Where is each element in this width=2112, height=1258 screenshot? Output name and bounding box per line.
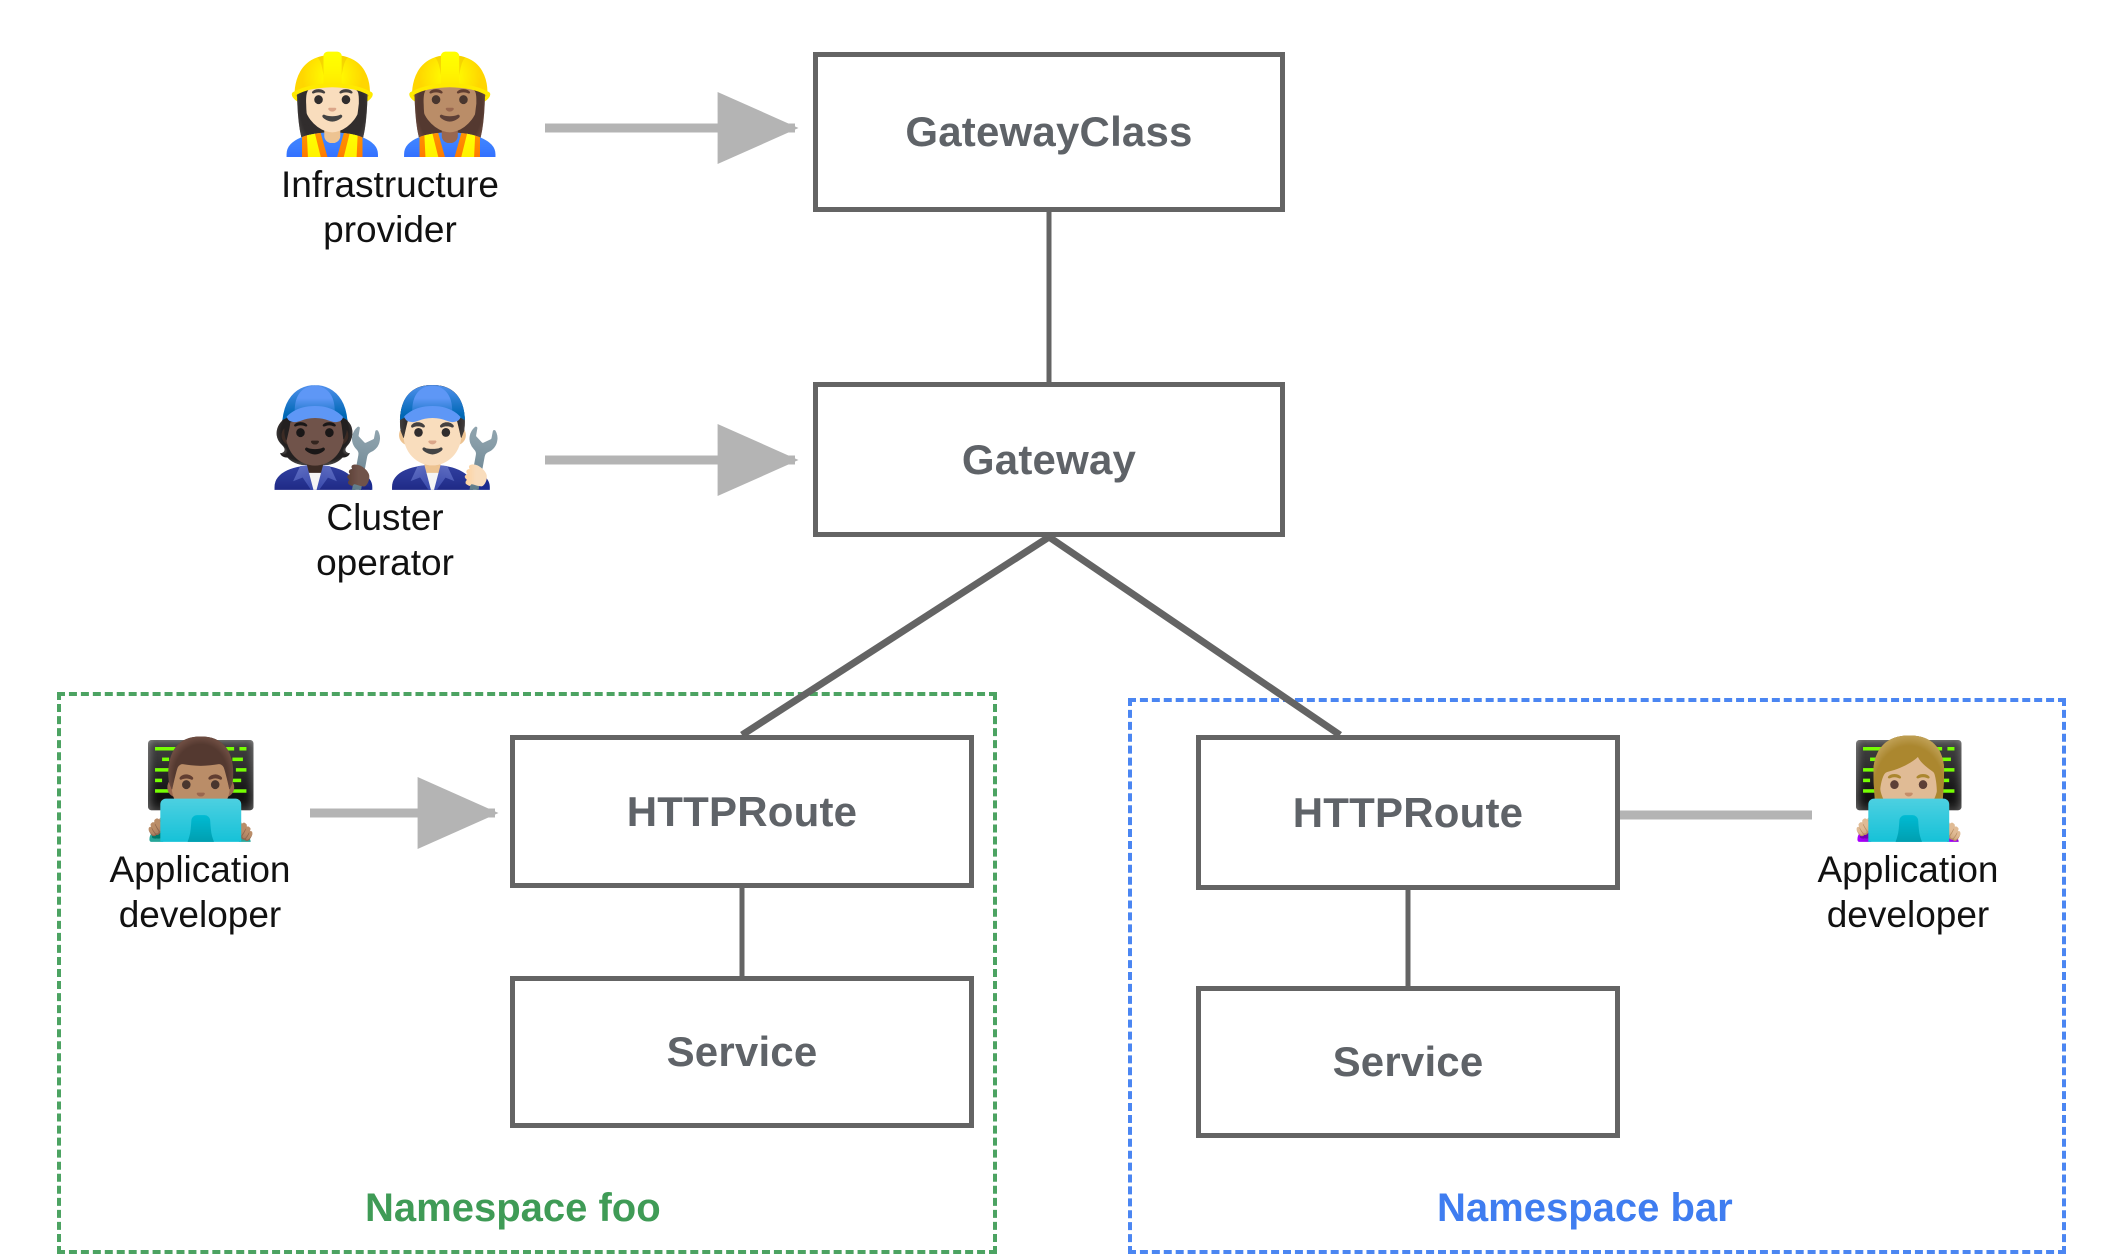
box-service-bar-label: Service bbox=[1332, 1038, 1484, 1085]
persona-app-developer-bar-label: Application developer bbox=[1817, 848, 1999, 935]
namespace-bar-label: Namespace bar bbox=[1437, 1186, 1733, 1230]
box-httproute-bar-label: HTTPRoute bbox=[1292, 788, 1524, 836]
persona-infrastructure-provider: 👷🏻‍♀️👷🏽‍♀️ Infrastructure provider bbox=[250, 51, 530, 252]
box-gateway[interactable]: Gateway bbox=[813, 382, 1285, 537]
namespace-foo-label: Namespace foo bbox=[365, 1186, 661, 1230]
box-httproute-foo[interactable]: HTTPRoute bbox=[510, 735, 974, 888]
persona-infrastructure-provider-label: Infrastructure provider bbox=[281, 163, 499, 250]
namespace-foo-container bbox=[57, 692, 997, 1254]
box-gatewayclass[interactable]: GatewayClass bbox=[813, 52, 1285, 212]
persona-cluster-operator-label: Cluster operator bbox=[316, 496, 454, 583]
technologist-emoji: 👩🏼‍💻 bbox=[1849, 736, 1969, 843]
box-httproute-foo-label: HTTPRoute bbox=[626, 787, 858, 835]
persona-app-developer-foo-label: Application developer bbox=[109, 848, 291, 935]
construction-worker-emoji: 👷🏻‍♀️👷🏽‍♀️ bbox=[272, 51, 509, 158]
mechanic-emoji: 🧑🏿‍🔧👨🏻‍🔧 bbox=[267, 384, 504, 491]
persona-cluster-operator: 🧑🏿‍🔧👨🏻‍🔧 Cluster operator bbox=[245, 384, 525, 585]
technologist-emoji: 👨🏽‍💻 bbox=[141, 736, 261, 843]
box-service-foo-label: Service bbox=[666, 1028, 818, 1075]
persona-app-developer-bar: 👩🏼‍💻 Application developer bbox=[1788, 736, 2028, 937]
box-service-bar[interactable]: Service bbox=[1196, 986, 1620, 1138]
namespace-bar-container bbox=[1128, 698, 2066, 1254]
persona-app-developer-foo: 👨🏽‍💻 Application developer bbox=[80, 736, 320, 937]
box-service-foo[interactable]: Service bbox=[510, 976, 974, 1128]
box-httproute-bar[interactable]: HTTPRoute bbox=[1196, 735, 1620, 890]
box-gateway-label: Gateway bbox=[961, 435, 1137, 483]
box-gatewayclass-label: GatewayClass bbox=[905, 108, 1193, 155]
